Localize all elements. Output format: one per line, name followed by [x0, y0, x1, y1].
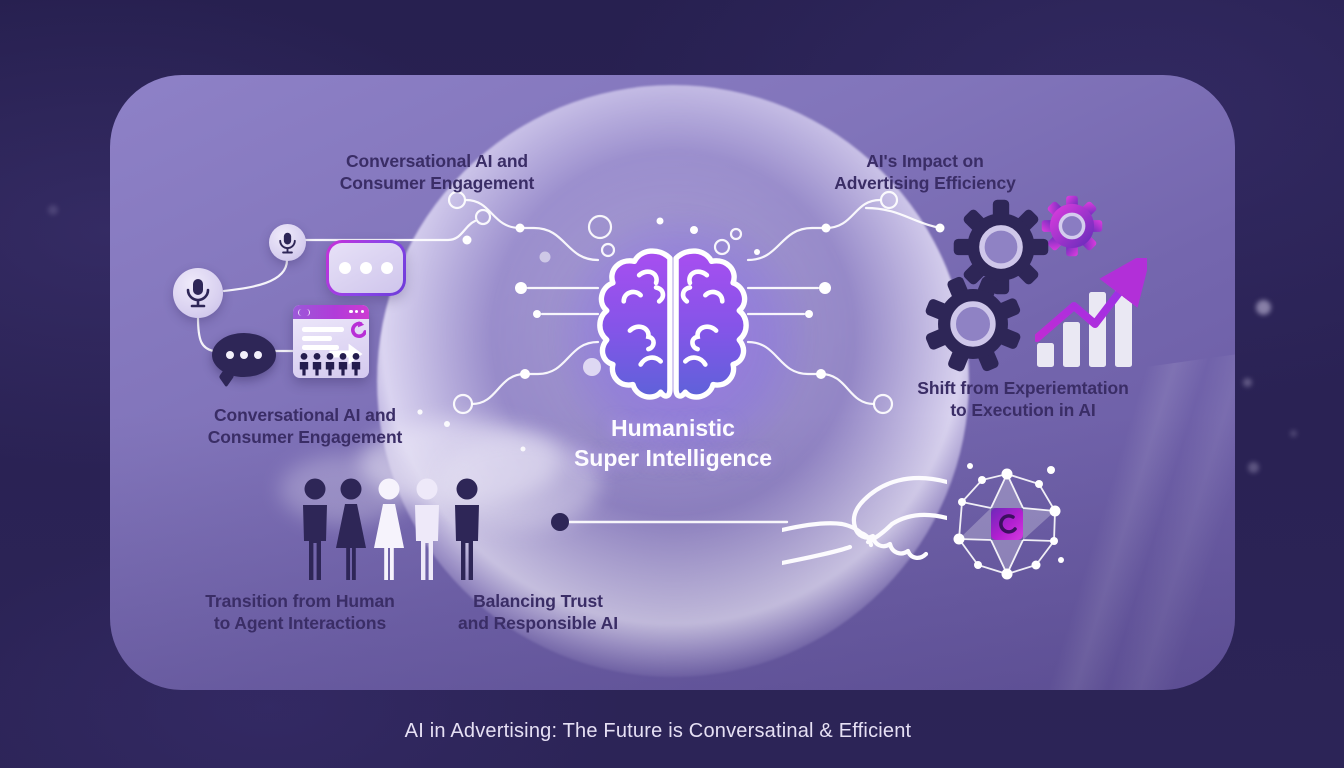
browser-logo-icon: [298, 308, 310, 316]
dot: [254, 351, 262, 359]
browser-audience-card-icon: [293, 305, 369, 378]
label-bottom-left: Transition from Human to Agent Interacti…: [150, 591, 450, 634]
label-mid-right: Shift from Experiemtation to Execution i…: [868, 378, 1178, 421]
label-line: Shift from Experiemtation: [917, 378, 1129, 398]
brain-left-hemisphere: [597, 248, 673, 400]
microphone-icon: [269, 224, 306, 261]
bubble-body: [329, 243, 403, 293]
label-line: Consumer Engagement: [339, 172, 535, 193]
center-title-line: Humanistic: [611, 415, 735, 441]
chat-dots-bubble-icon: [212, 333, 276, 388]
bottom-caption: AI in Advertising: The Future is Convers…: [404, 720, 912, 742]
chat-dots-bubble-icon: [326, 240, 406, 309]
brain-right-hemisphere: [673, 248, 749, 400]
bokeh-dot: [1290, 430, 1297, 437]
label-top-right: AI's Impact on Advertising Efficiency: [775, 151, 1075, 194]
network-polyhedron-icon: [953, 463, 1064, 580]
text-line: [302, 345, 339, 350]
dot: [240, 351, 248, 359]
label-bottom-mid: Balancing Trust and Responsible AI: [388, 591, 688, 634]
gear-icon: [1041, 195, 1103, 257]
microphone-glyph: [186, 279, 210, 308]
browser-header: [293, 305, 369, 319]
center-title: Humanistic Super Intelligence: [523, 414, 823, 474]
spiral-arrow-icon: [351, 321, 366, 338]
label-line: Conversational AI and: [345, 151, 528, 171]
center-title-line: Super Intelligence: [573, 444, 773, 471]
label-line: Balancing Trust: [473, 591, 603, 611]
label-line: Conversational AI and: [213, 405, 396, 425]
people-silhouettes-icon: [303, 478, 479, 580]
microphone-glyph: [279, 232, 296, 253]
dot: [339, 262, 351, 274]
text-line: [302, 336, 332, 341]
dot: [381, 262, 393, 274]
mini-people-row-icon: [299, 353, 361, 376]
label-line: to Execution in AI: [950, 399, 1096, 420]
text-line: [302, 327, 344, 332]
label-line: Transition from Human: [205, 591, 395, 611]
label-line: and Responsible AI: [458, 612, 618, 633]
browser-header-dots: [349, 310, 364, 314]
handshake-icon: [782, 475, 947, 566]
bokeh-dot: [1243, 378, 1252, 387]
growth-arrow: [1035, 258, 1147, 342]
gear-icon: [953, 199, 1049, 295]
label-line: Advertising Efficiency: [834, 172, 1016, 193]
bokeh-dot: [1256, 300, 1271, 315]
label-top-left: Conversational AI and Consumer Engagemen…: [287, 151, 587, 194]
dot: [226, 351, 234, 359]
growth-bar-chart-icon: [1035, 258, 1147, 367]
label-mid-left: Conversational AI and Consumer Engagemen…: [155, 405, 455, 448]
label-line: Consumer Engagement: [207, 426, 403, 447]
brain-icon: [597, 248, 749, 400]
panel-vignette: [110, 413, 1235, 690]
gear-icon: [925, 276, 1021, 372]
microphone-icon: [173, 268, 223, 318]
label-line: to Agent Interactions: [213, 612, 387, 633]
bokeh-dot: [48, 205, 58, 215]
label-line: AI's Impact on: [866, 151, 984, 171]
dot: [360, 262, 372, 274]
bokeh-dot: [1248, 462, 1259, 473]
